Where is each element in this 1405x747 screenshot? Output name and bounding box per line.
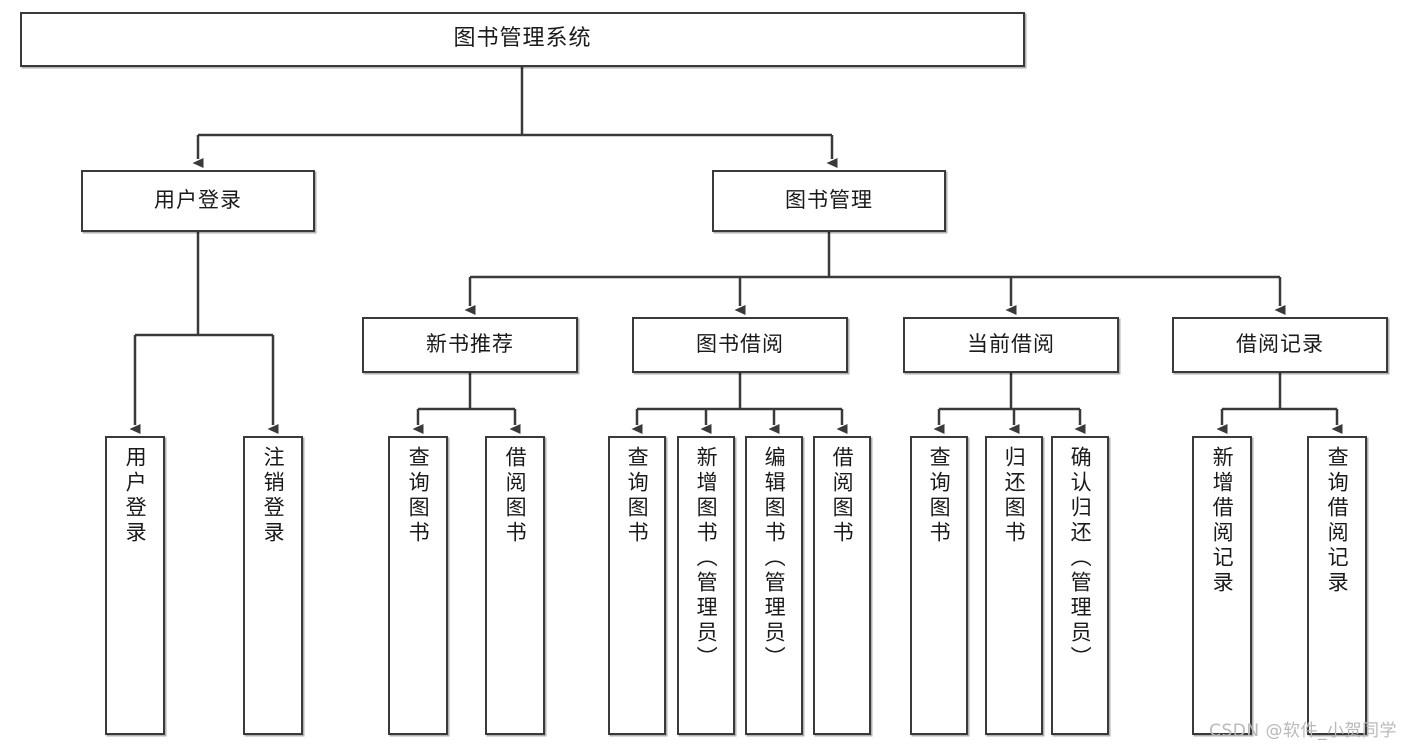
node-book-borrow-label: 图书借阅	[696, 332, 784, 357]
leaf-edit-book-admin-label: 编辑图书（管理员）	[762, 446, 787, 671]
leaf-return-book[interactable]: 归还图书	[985, 436, 1043, 735]
node-borrow-records[interactable]: 借阅记录	[1172, 317, 1388, 373]
node-root[interactable]: 图书管理系统	[20, 12, 1025, 67]
leaf-user-logout-label: 注销登录	[261, 446, 286, 546]
leaf-query-book-recommend[interactable]: 查询图书	[388, 436, 448, 735]
leaf-query-book-current-label: 查询图书	[927, 446, 952, 546]
node-book-management[interactable]: 图书管理	[712, 170, 946, 232]
leaf-query-book-borrow-label: 查询图书	[625, 446, 650, 546]
leaf-borrow-book-label: 借阅图书	[830, 446, 855, 546]
leaf-borrow-book-recommend-label: 借阅图书	[503, 446, 528, 546]
leaf-edit-book-admin[interactable]: 编辑图书（管理员）	[745, 436, 803, 735]
leaf-query-book-current[interactable]: 查询图书	[910, 436, 968, 735]
leaf-return-book-label: 归还图书	[1002, 446, 1027, 546]
node-root-label: 图书管理系统	[453, 26, 592, 52]
node-current-borrow-label: 当前借阅	[967, 332, 1055, 357]
leaf-query-borrow-record-label: 查询借阅记录	[1325, 446, 1350, 596]
leaf-add-borrow-record-label: 新增借阅记录	[1210, 446, 1235, 596]
node-current-borrow[interactable]: 当前借阅	[903, 317, 1119, 373]
leaf-user-login[interactable]: 用户登录	[105, 436, 165, 735]
leaf-query-borrow-record[interactable]: 查询借阅记录	[1307, 436, 1367, 735]
node-book-management-label: 图书管理	[785, 188, 873, 213]
leaf-borrow-book[interactable]: 借阅图书	[813, 436, 871, 735]
leaf-user-logout[interactable]: 注销登录	[243, 436, 303, 735]
node-book-borrow[interactable]: 图书借阅	[632, 317, 848, 373]
leaf-confirm-return-admin-label: 确认归还（管理员）	[1068, 446, 1093, 671]
csdn-watermark: CSDN @软件_小贺同学	[1209, 721, 1397, 741]
node-user-login-label: 用户登录	[154, 188, 242, 213]
leaf-user-login-label: 用户登录	[123, 446, 148, 546]
node-new-book-recommend[interactable]: 新书推荐	[362, 317, 578, 373]
node-new-book-recommend-label: 新书推荐	[426, 332, 514, 357]
node-user-login[interactable]: 用户登录	[81, 170, 315, 232]
leaf-borrow-book-recommend[interactable]: 借阅图书	[485, 436, 545, 735]
leaf-add-borrow-record[interactable]: 新增借阅记录	[1192, 436, 1252, 735]
leaf-add-book-admin[interactable]: 新增图书（管理员）	[677, 436, 735, 735]
leaf-confirm-return-admin[interactable]: 确认归还（管理员）	[1051, 436, 1109, 735]
leaf-query-book-borrow[interactable]: 查询图书	[608, 436, 666, 735]
leaf-query-book-recommend-label: 查询图书	[406, 446, 431, 546]
leaf-add-book-admin-label: 新增图书（管理员）	[694, 446, 719, 671]
node-borrow-records-label: 借阅记录	[1236, 332, 1324, 357]
